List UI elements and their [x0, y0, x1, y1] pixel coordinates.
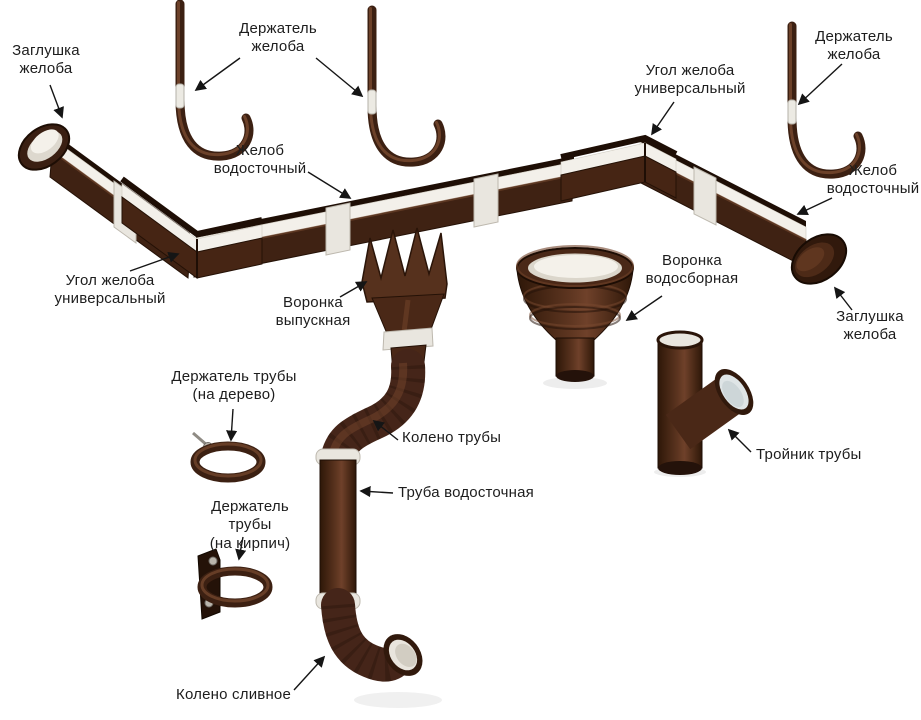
arrow-corner-left [129, 251, 180, 272]
gutter-joint [693, 166, 717, 226]
label-drain-elbow: Колено сливное [176, 686, 292, 703]
arrow-holder-brick [235, 536, 247, 561]
gutter-end-cap-left-part [17, 123, 71, 171]
gutter-joint [473, 173, 499, 228]
label-gutter-cap-left: Заглушка желоба [12, 42, 80, 78]
arrow-holder-wood [226, 408, 238, 442]
label-collector-funnel: Воронка водосборная [645, 252, 739, 288]
arrow-pipe-elbow [372, 419, 399, 441]
label-outlet-funnel: Воронка выпускная [275, 294, 351, 330]
downpipe-part [315, 459, 361, 610]
gutter-bracket-left-part [175, 0, 254, 161]
label-gutter-corner-top: Угол желоба универсальный [634, 62, 746, 98]
label-gutter-mid: Желоб водосточный [213, 142, 307, 178]
arrow-pipe [359, 486, 394, 498]
pipe-tee-part [654, 330, 754, 477]
collector-funnel-part [516, 245, 634, 389]
label-gutter-corner-left: Угол желоба универсальный [54, 272, 166, 308]
arrow-gutter-right [796, 197, 833, 216]
label-pipe-tee: Тройник трубы [756, 446, 862, 463]
arrow-holder-top-b [315, 57, 364, 98]
gutter-end-cap-right-part [790, 233, 848, 285]
gutter-bracket-right-part [787, 21, 866, 179]
arrow-holder-right [797, 63, 843, 106]
pipe-elbow-part [315, 349, 426, 473]
label-gutter-right: Желоб водосточный [826, 162, 920, 198]
arrow-gutter-mid [307, 171, 352, 199]
gutter-corner-top-part [560, 134, 678, 202]
pipe-holder-brick-part [197, 548, 273, 620]
arrow-holder-top-a [194, 57, 241, 91]
pipe-holder-wood-part [190, 431, 266, 483]
label-downpipe: Труба водосточная [398, 484, 535, 501]
arrow-cap-right [833, 286, 853, 311]
drain-elbow-part [321, 588, 442, 708]
label-pipe-holder-brick: Держатель трубы (на кирпич) [209, 498, 291, 552]
label-gutter-holder-top: Держатель желоба [239, 20, 317, 56]
label-gutter-holder-right: Держатель желоба [815, 28, 893, 64]
label-pipe-elbow: Колено трубы [402, 429, 502, 446]
annotation-arrows [49, 57, 853, 691]
arrow-cap-left [49, 84, 64, 119]
gutter-bracket-mid-part [367, 5, 446, 167]
arrow-drain-elbow [293, 655, 326, 691]
gutter-joint [325, 202, 351, 256]
arrow-funnel-collect [625, 295, 663, 321]
arrow-corner-top [651, 101, 675, 136]
arrow-tee [727, 428, 752, 453]
label-pipe-holder-wood: Держатель трубы (на дерево) [171, 368, 297, 404]
arrow-funnel-outlet [339, 281, 368, 298]
label-gutter-cap-right: Заглушка желоба [836, 308, 904, 344]
